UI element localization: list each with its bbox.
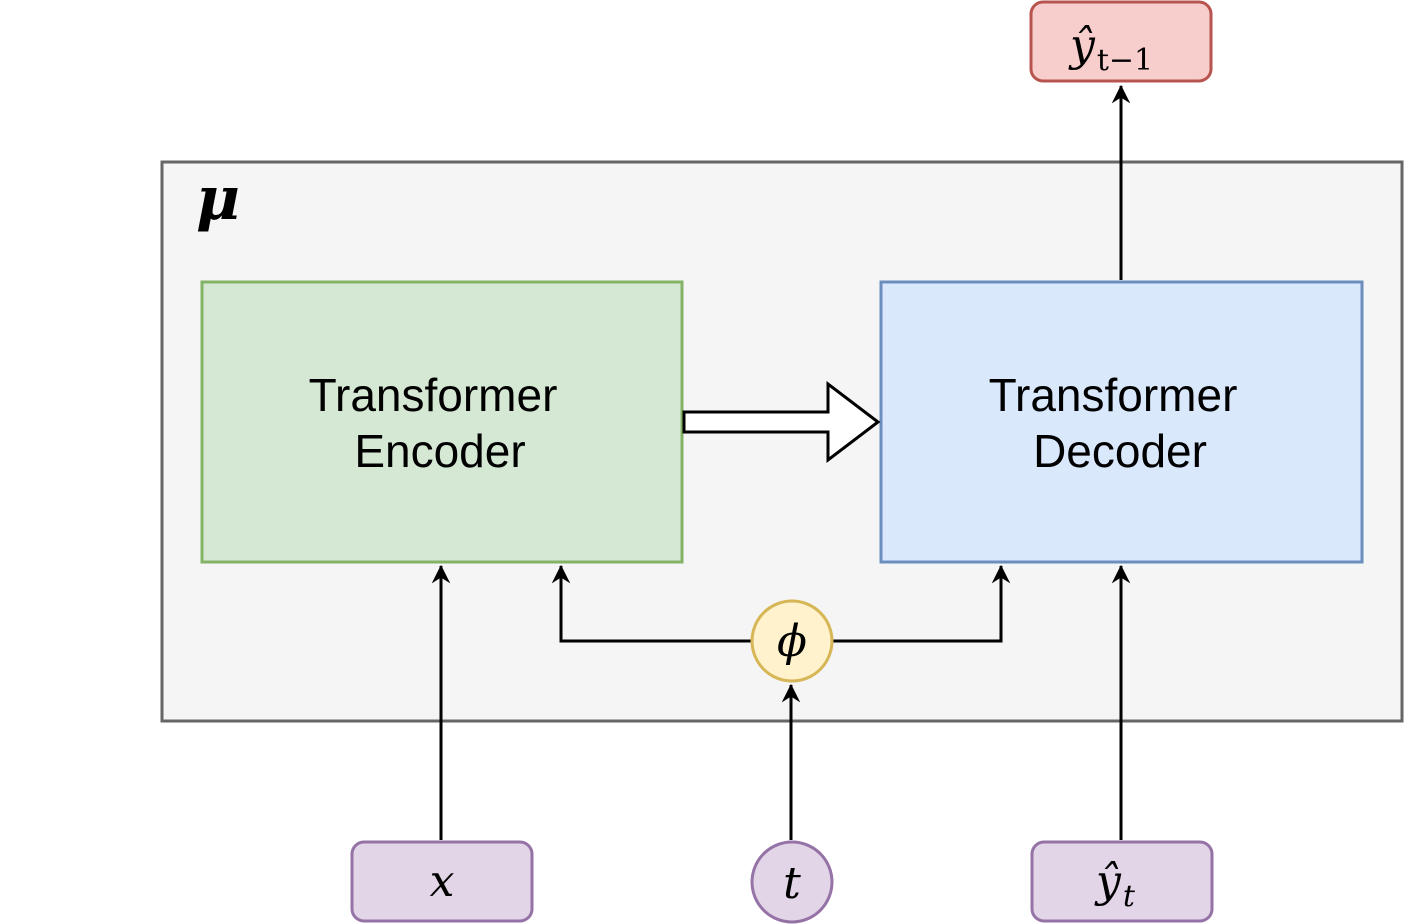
input-x-node: x [350,840,534,923]
phi-to-encoder-arrow [551,564,752,643]
encoder-label-line1: Transformer [309,369,558,421]
input-y-node: ŷt [1030,840,1214,923]
transformer-decoder-box: Transformer Decoder [879,280,1364,564]
encoder-label-line2: Encoder [354,425,525,477]
input-x-label: x [430,856,455,907]
output-node-label: ŷt−1 [1068,20,1153,78]
phi-to-decoder-arrow [832,564,1011,643]
decoder-label-line1: Transformer [989,369,1238,421]
phi-node-label: ϕ [777,616,807,667]
transformer-encoder-box: Transformer Encoder [200,280,684,564]
input-y-label: ŷt [1094,856,1136,914]
decoder-label-line2: Decoder [1033,425,1207,477]
mu-label: μ [196,164,240,234]
input-t-label: t [783,858,801,909]
input-t-node: t [750,840,834,924]
output-node: ŷt−1 [1029,0,1213,83]
phi-node: ϕ [750,599,834,683]
encoder-to-decoder-arrow [682,380,881,464]
